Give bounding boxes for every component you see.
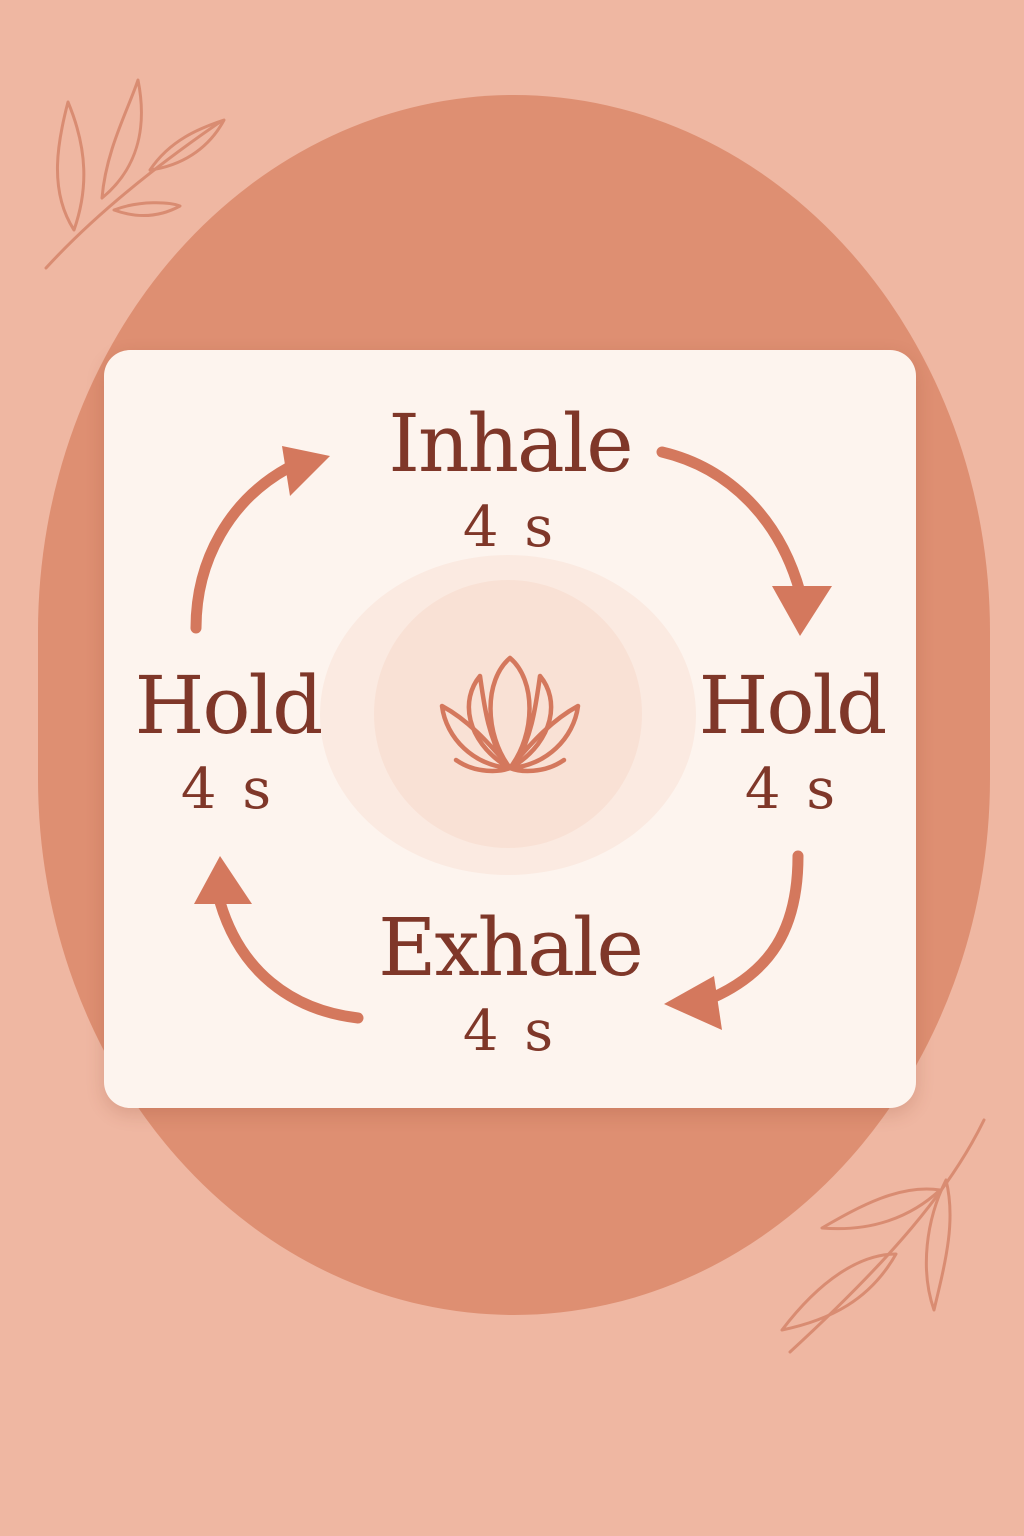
arrow-head-left <box>194 856 252 904</box>
phase-name-hold-right: Hold <box>698 659 888 752</box>
arrow-exhale-to-hold <box>214 896 364 1024</box>
arrow-head-top <box>282 446 330 496</box>
center-halo-inner <box>374 580 642 848</box>
arrow-hold-to-exhale <box>706 850 804 1004</box>
phase-hold-left: Hold 4 s <box>118 666 338 818</box>
arrow-hold-to-inhale <box>190 462 294 634</box>
phase-exhale: Exhale 4 s <box>360 908 660 1060</box>
phase-inhale: Inhale 4 s <box>360 404 660 556</box>
phase-duration-hold-right: 4 s <box>744 757 840 822</box>
phase-name-inhale: Inhale <box>388 397 633 490</box>
phase-duration-inhale: 4 s <box>462 495 558 560</box>
phase-hold-right: Hold 4 s <box>682 666 902 818</box>
arrow-head-bottom <box>664 976 722 1030</box>
phase-name-hold-left: Hold <box>134 659 324 752</box>
arrow-head-right <box>772 586 832 636</box>
phase-duration-hold-left: 4 s <box>180 757 276 822</box>
leaf-icon <box>44 78 226 270</box>
phase-name-exhale: Exhale <box>378 901 644 994</box>
arrow-inhale-to-hold <box>656 446 806 598</box>
phase-duration-exhale: 4 s <box>462 999 558 1064</box>
lotus-icon <box>439 655 581 774</box>
leaf-icon <box>780 1118 986 1354</box>
